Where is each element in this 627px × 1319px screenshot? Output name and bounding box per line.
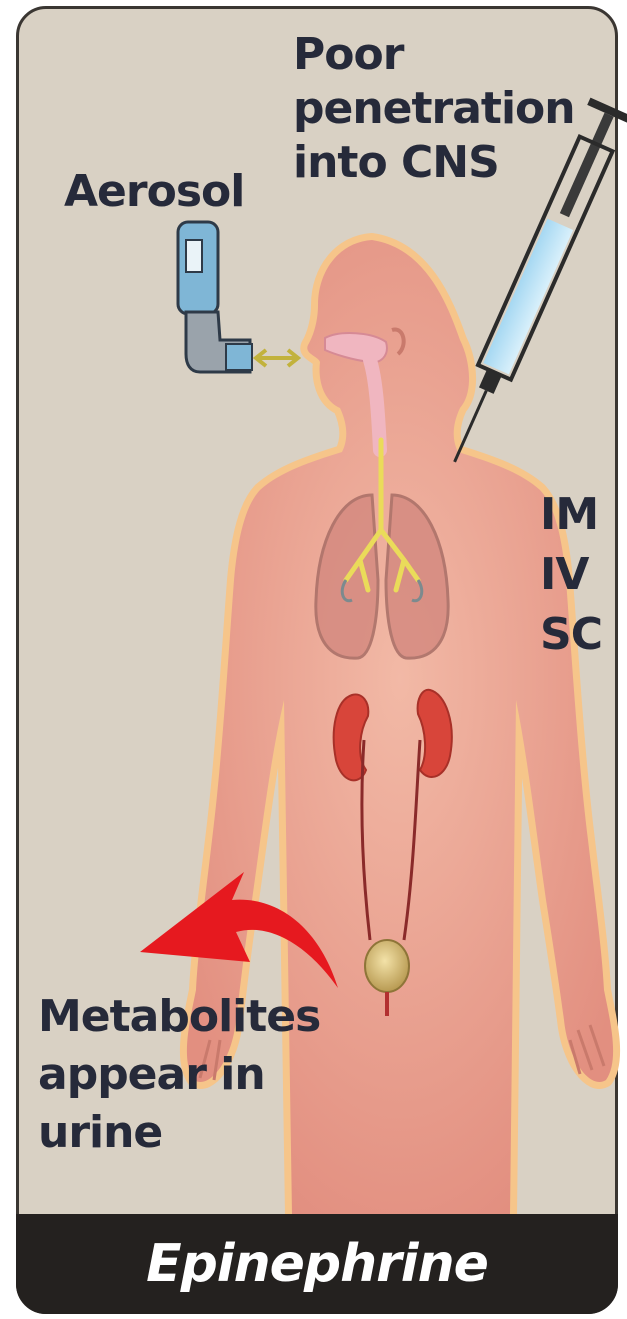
cns-label-line-2: penetration <box>293 82 575 136</box>
cns-label-line-1: Poor <box>293 28 575 82</box>
route-iv: IV <box>540 545 602 605</box>
metabolites-line-1: Metabolites <box>38 988 320 1046</box>
route-im: IM <box>540 485 602 545</box>
cns-penetration-label: Poor penetration into CNS <box>293 28 575 190</box>
metabolites-label: Metabolites appear in urine <box>38 988 320 1162</box>
route-sc: SC <box>540 605 602 665</box>
aerosol-label: Aerosol <box>64 170 244 214</box>
metabolites-line-2: appear in <box>38 1046 320 1104</box>
inhaler-label <box>186 240 202 272</box>
cns-label-line-3: into CNS <box>293 136 575 190</box>
aerosol-arrow <box>256 350 298 366</box>
drug-title: Epinephrine <box>146 1234 488 1294</box>
title-bar: Epinephrine <box>16 1214 618 1314</box>
syringe-fluid <box>483 219 573 375</box>
metabolites-line-3: urine <box>38 1104 320 1162</box>
inhaler-mouthpiece <box>226 344 252 370</box>
administration-routes-label: IM IV SC <box>540 485 602 665</box>
bladder-shape <box>365 940 409 992</box>
inhaler-icon <box>178 222 298 372</box>
